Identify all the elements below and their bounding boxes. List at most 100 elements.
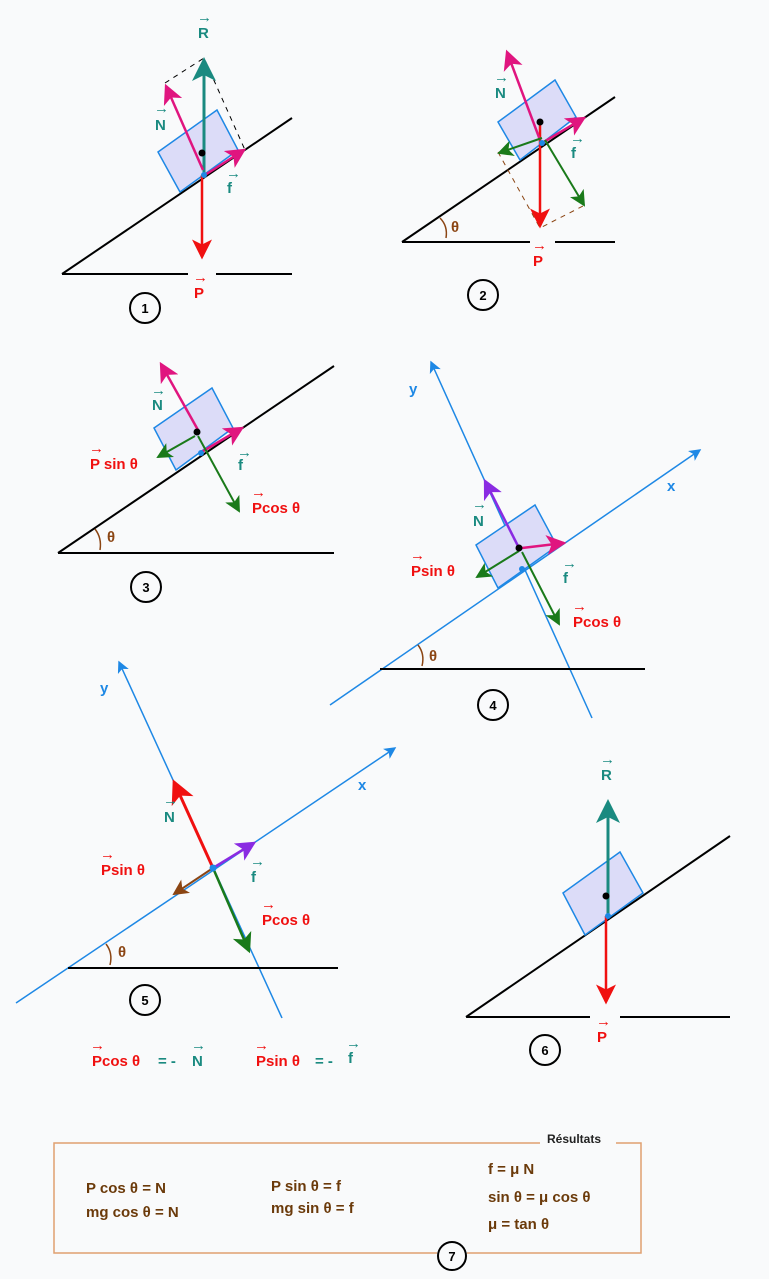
label-f: f <box>238 457 244 474</box>
center-of-mass <box>515 544 523 552</box>
vector-f <box>521 535 567 555</box>
center-of-mass <box>536 118 544 126</box>
label-Pcos: Pcos θ <box>573 614 621 631</box>
contact-point <box>539 140 545 146</box>
block <box>153 386 234 472</box>
arrow-symbol: → <box>90 1037 105 1054</box>
diagram-5: y x θ → N → f → Psin θ → Pcos θ 5 → Pcos… <box>15 660 397 1070</box>
diagram-number-circle <box>529 1034 561 1066</box>
component-dashes <box>497 151 586 229</box>
angle-arc <box>439 217 448 239</box>
diagram-number: 1 <box>141 301 148 316</box>
vector-N <box>483 478 521 549</box>
diagram-number: 2 <box>479 288 486 303</box>
diagram-number-circle <box>130 571 162 603</box>
diagram-3: θ → N → f → P sin θ → Pcos θ 3 <box>57 361 335 603</box>
arrow-symbol: → <box>261 896 276 913</box>
arrow-symbol: → <box>596 1013 611 1030</box>
label-N: N <box>164 809 175 826</box>
angle-arc <box>417 644 424 667</box>
diagram-number: 6 <box>541 1043 548 1058</box>
x-axis <box>15 747 397 1004</box>
label-f: f <box>571 145 577 162</box>
label-y: y <box>100 680 109 697</box>
contact-point <box>519 566 525 572</box>
vector-N <box>159 361 200 431</box>
label-N: N <box>473 513 484 530</box>
block <box>497 78 577 162</box>
result-line: P cos θ = N <box>86 1180 166 1197</box>
arrow-symbol: → <box>346 1035 361 1052</box>
diagram-number-circle <box>467 279 499 311</box>
label-f: f <box>227 180 233 197</box>
arrow-symbol: → <box>254 1037 269 1054</box>
diagram-2: θ → N → f → P 2 <box>401 49 616 311</box>
label-Pcos: Pcos θ <box>252 500 300 517</box>
incline <box>57 365 335 554</box>
vector-Psin <box>172 867 214 896</box>
eq-mid: = - <box>315 1053 333 1070</box>
results-title: Résultats <box>547 1132 601 1146</box>
arrow-symbol: → <box>251 484 266 501</box>
arrow-symbol: → <box>163 792 178 809</box>
vector-N <box>503 49 542 141</box>
arrow-symbol: → <box>151 382 166 399</box>
label-theta: θ <box>118 944 126 961</box>
equation-psin: → Psin θ = - → f <box>254 1035 361 1070</box>
angle-arc <box>105 943 112 966</box>
diagram-number-circle <box>437 1241 467 1271</box>
parallelogram-dashes <box>164 57 246 151</box>
vector-f <box>199 426 245 455</box>
diagram-number: 3 <box>142 580 149 595</box>
diagram-number-circle <box>129 984 161 1016</box>
label-f: f <box>563 570 569 587</box>
label-N: N <box>155 117 166 134</box>
diagram-number: 7 <box>448 1249 455 1264</box>
vector-f <box>212 841 257 870</box>
arrow-symbol: → <box>472 496 487 513</box>
diagram-1: → R → N → f → P 1 <box>61 9 293 324</box>
contact-point <box>198 450 204 456</box>
eq-left: Psin θ <box>256 1053 300 1070</box>
angle-arc <box>94 528 102 551</box>
arrow-symbol: → <box>100 846 115 863</box>
center-of-mass <box>198 149 206 157</box>
arrow-symbol: → <box>494 69 509 86</box>
diagram-number: 4 <box>489 698 497 713</box>
arrow-symbol: → <box>237 444 252 461</box>
label-R: R <box>198 25 209 42</box>
label-theta: θ <box>429 648 437 665</box>
eq-left: Pcos θ <box>92 1053 140 1070</box>
arrow-symbol: → <box>570 130 585 147</box>
vector-N <box>163 83 205 171</box>
incline <box>61 117 293 275</box>
arrow-symbol: → <box>572 598 587 615</box>
label-f: f <box>251 869 257 886</box>
result-line: sin θ = μ cos θ <box>488 1189 591 1206</box>
label-P: P <box>597 1029 607 1046</box>
label-Pcos: Pcos θ <box>262 912 310 929</box>
equation-pcos: → Pcos θ = - → N <box>90 1037 206 1070</box>
label-theta: θ <box>451 219 459 236</box>
eq-mid: = - <box>158 1053 176 1070</box>
vector-f <box>541 116 587 145</box>
eq-right: f <box>348 1050 354 1067</box>
label-x: x <box>358 777 367 794</box>
arrow-symbol: → <box>89 440 104 457</box>
vector-Pcos <box>544 139 586 207</box>
label-R: R <box>601 767 612 784</box>
vector-Psin <box>497 137 543 156</box>
vector-f <box>204 148 247 177</box>
label-y: y <box>409 381 418 398</box>
results-border <box>53 1142 642 1254</box>
arrow-symbol: → <box>193 269 208 286</box>
vector-N <box>171 779 215 869</box>
result-line: f = μ N <box>488 1161 534 1178</box>
label-N: N <box>152 397 163 414</box>
arrow-symbol: → <box>154 100 169 117</box>
arrow-symbol: → <box>250 853 265 870</box>
label-P: P <box>533 253 543 270</box>
diagram-number-circle <box>129 292 161 324</box>
vector-Psin <box>475 550 520 579</box>
arrow-symbol: → <box>562 555 577 572</box>
